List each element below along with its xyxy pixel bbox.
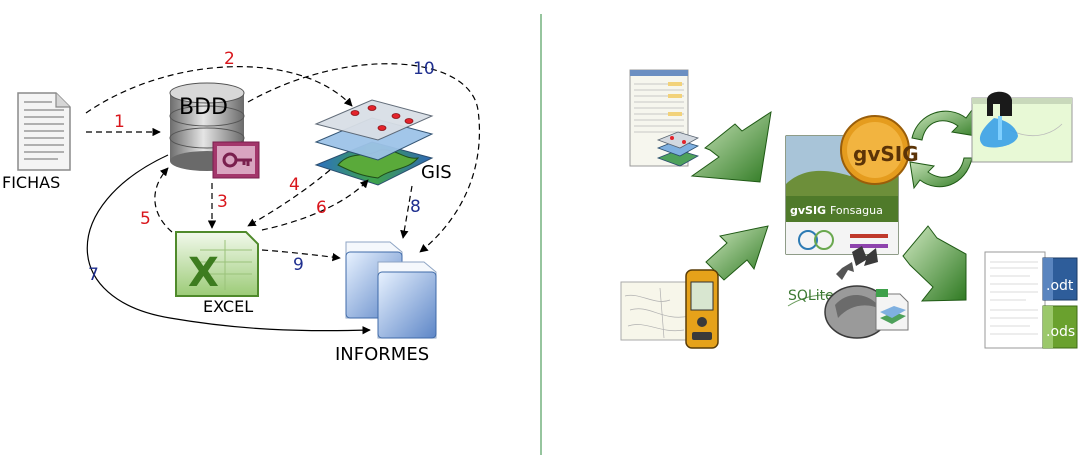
sync-arrows-icon <box>909 108 977 190</box>
green-arrow-bottom-right <box>902 225 967 302</box>
flow-arrows <box>85 63 480 335</box>
form-screenshot <box>629 69 700 167</box>
water-model-screenshot <box>971 91 1073 163</box>
svg-text:X: X <box>188 250 219 296</box>
arrow-number-1: 1 <box>114 112 125 132</box>
arrow-7 <box>86 154 371 335</box>
arrow-number-4: 4 <box>289 175 300 195</box>
arrow-6 <box>261 179 369 231</box>
arrow-number-2: 2 <box>224 49 235 69</box>
gvsig-logo-icon: gvSIG <box>840 115 919 185</box>
gvsig-logo-label: gvSIG <box>853 142 919 166</box>
green-arrow-top-left <box>690 110 772 183</box>
arrow-8 <box>400 185 413 239</box>
document-icon <box>17 92 71 171</box>
informes-folder-icon <box>345 241 437 339</box>
arrow-9 <box>261 249 341 262</box>
excel-icon: X <box>175 231 259 297</box>
arrow-number-9: 9 <box>293 255 304 275</box>
odt-ods-documents: .odt .ods <box>984 251 1078 349</box>
arrow-4 <box>247 169 331 227</box>
sqlite-label: SQLite <box>788 288 834 304</box>
arrow-5 <box>154 167 173 233</box>
gis-label: GIS <box>421 162 452 183</box>
splash-subtitle: Fonsagua <box>830 204 883 217</box>
arrow-2 <box>85 66 353 114</box>
bdd-label: BDD <box>179 95 228 120</box>
arrow-number-6: 6 <box>316 198 327 218</box>
arrow-number-8: 8 <box>410 197 421 217</box>
green-arrow-bottom-left <box>705 225 769 281</box>
arrow-number-7: 7 <box>88 265 99 285</box>
sqlite-icon: SQLite <box>787 285 909 339</box>
access-key-icon <box>212 141 260 179</box>
swap-arrows-icon <box>836 246 878 280</box>
arrow-10 <box>247 63 480 253</box>
arrow-number-3: 3 <box>217 192 228 212</box>
gis-map-icon <box>314 99 434 186</box>
splash-title: gvSIG <box>790 204 826 217</box>
informes-label: INFORMES <box>335 344 429 365</box>
arrow-number-10: 10 <box>413 59 435 79</box>
fichas-label: FICHAS <box>2 173 60 192</box>
odt-label: .odt <box>1046 278 1074 294</box>
arrow-number-5: 5 <box>140 209 151 229</box>
gps-map-screenshot <box>620 269 719 349</box>
ods-label: .ods <box>1046 324 1075 340</box>
excel-label: EXCEL <box>203 297 253 316</box>
